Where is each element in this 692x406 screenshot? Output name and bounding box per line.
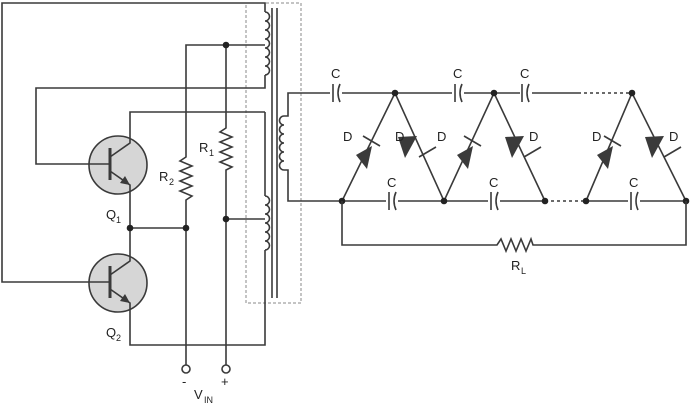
r1-label-sub: 1 [209,148,214,158]
load-loop [341,201,687,246]
capacitor-label: C [520,66,529,81]
diode-d-4 [505,136,542,158]
diode-label: D [592,129,601,144]
capacitor-c-bottom-2 [490,191,499,211]
q2-label: Q [106,325,116,340]
junction-dot [222,41,230,49]
r1-label: R [199,140,208,155]
diode-d-2 [398,136,437,158]
diode-label: D [529,129,538,144]
diode-d-3 [457,135,482,169]
r2-label-sub: 2 [169,177,174,187]
capacitor-label: C [453,66,462,81]
transistor-q1 [88,135,148,195]
diode-d-6 [645,136,682,158]
capacitor-c-top-2 [454,83,463,103]
secondary-winding [278,115,285,171]
wire-primary-bottom [129,250,266,346]
capacitor-c-bottom-1 [388,191,397,211]
junction-dot [222,215,230,223]
q1-label-sub: 1 [116,215,121,225]
junction-dot [628,89,636,97]
junction-dot [541,197,549,205]
vin-minus-label: - [182,374,186,389]
primary-winding [264,195,271,251]
capacitor-label: C [387,175,396,190]
capacitor-c-top-3 [521,83,530,103]
diode-d-1 [356,135,381,169]
diode-label: D [343,129,352,144]
diode-d-5 [597,135,622,169]
q1-label: Q [106,207,116,222]
resistor-rl [494,236,536,254]
diode-label: D [395,129,404,144]
junction-dot [391,89,399,97]
junction-dot [582,197,590,205]
vin-label: V [194,387,203,402]
wire-q2-base-to-top-winding [1,2,266,283]
resistor-r2 [177,155,195,202]
wire-q1-base-feedback [35,75,266,165]
wire-q1-collector [129,111,265,138]
wire-q2-collector [129,192,186,257]
resistor-r1 [217,125,235,172]
vin-label-sub: IN [204,395,213,405]
transformer-outline [245,2,302,304]
q2-label-sub: 2 [116,333,121,343]
junction-dot [126,224,134,232]
junction-dot [490,89,498,97]
junction-dot [182,224,190,232]
wire-secondary-top [284,92,330,117]
vin-minus-terminal [181,364,191,374]
feedback-winding [264,11,271,76]
rl-label-sub: L [521,266,526,276]
capacitor-c-bottom-3 [630,191,639,211]
diode-label: D [437,129,446,144]
rl-label: R [511,258,520,273]
diode-label: D [669,129,678,144]
wire-winding-tap [185,44,265,155]
capacitor-c-top-1 [332,83,341,103]
vin-plus-label: + [221,374,229,389]
transistor-q2 [88,253,148,313]
capacitor-label: C [489,175,498,190]
wire-secondary-bottom [284,169,342,202]
capacitor-label: C [629,175,638,190]
junction-dot [440,197,448,205]
r2-label: R [159,169,168,184]
vin-plus-terminal [221,364,231,374]
capacitor-label: C [331,66,340,81]
